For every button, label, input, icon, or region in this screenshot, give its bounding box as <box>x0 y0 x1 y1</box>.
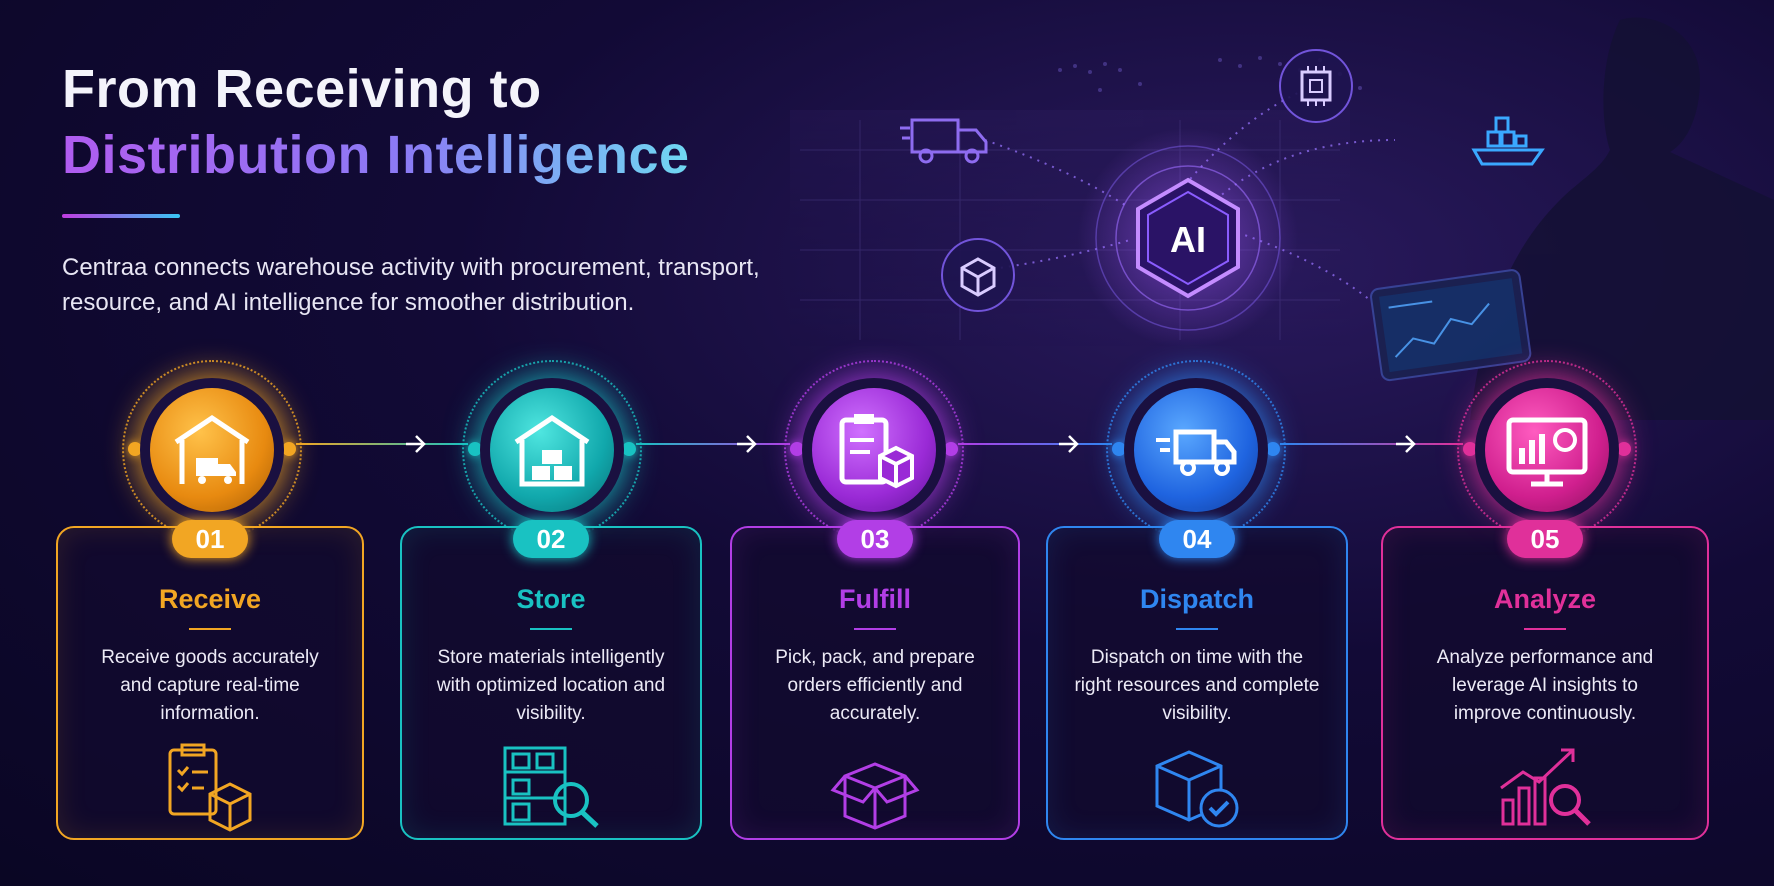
step-number-badge: 03 <box>837 520 913 558</box>
step-number-badge: 01 <box>172 520 248 558</box>
step-node-icon <box>839 414 914 489</box>
node-core <box>150 388 274 512</box>
arrow-right-icon <box>1059 435 1079 453</box>
step-title: Fulfill <box>839 584 911 614</box>
step-node-analyze <box>1457 360 1637 540</box>
connector-line <box>1280 443 1463 445</box>
step-node-receive <box>122 360 302 540</box>
step-node-icon <box>1506 417 1588 487</box>
connector-line <box>636 443 790 445</box>
step-description: Analyze performance and leverage AI insi… <box>1436 647 1654 724</box>
chip-network-icon <box>1279 49 1353 123</box>
step-card-dispatch <box>1046 526 1348 840</box>
cube-network-icon <box>941 238 1015 312</box>
step-card-store <box>400 526 702 840</box>
step-description: Pick, pack, and prepare orders efficient… <box>775 647 975 724</box>
step-description: Dispatch on time with the right resource… <box>1074 647 1320 724</box>
step-node-icon <box>1156 429 1237 476</box>
page-title-line1: From Receiving to <box>62 59 542 119</box>
warehouse-shelves <box>790 110 1350 350</box>
page-title-line2: Distribution Intelligence <box>62 125 690 185</box>
step-description: Receive goods accurately and capture rea… <box>101 647 319 724</box>
step-card-icon <box>1500 748 1591 826</box>
page-subtitle: Centraa connects warehouse activity with… <box>62 254 760 316</box>
step-node-fulfill <box>784 360 964 540</box>
arrow-right-icon <box>737 435 757 453</box>
step-description: Store materials intelligently with optim… <box>436 647 666 724</box>
ai-label: AI <box>1170 219 1206 260</box>
step-title: Dispatch <box>1139 584 1255 614</box>
connector-line <box>958 443 1112 445</box>
step-title-rule <box>1524 628 1566 630</box>
step-title-rule <box>1176 628 1218 630</box>
connector-line <box>296 443 468 445</box>
truck-network-icon <box>900 118 988 164</box>
step-node-icon <box>174 414 250 484</box>
step-number-badge: 02 <box>513 520 589 558</box>
node-core <box>812 388 936 512</box>
step-node-dispatch <box>1106 360 1286 540</box>
world-map-dots <box>1058 56 1362 92</box>
person-with-tablet <box>1370 17 1774 420</box>
step-number-badge: 04 <box>1159 520 1235 558</box>
step-title-rule <box>189 628 231 630</box>
title-underline <box>62 214 180 218</box>
node-core <box>1485 388 1609 512</box>
step-title: Store <box>516 584 586 614</box>
step-card-icon <box>503 746 599 828</box>
arrow-right-icon <box>406 435 426 453</box>
ship-network-icon <box>1471 116 1545 166</box>
step-title-rule <box>854 628 896 630</box>
node-core <box>1134 388 1258 512</box>
step-node-store <box>462 360 642 540</box>
step-card-icon <box>1155 750 1239 828</box>
step-title-rule <box>530 628 572 630</box>
step-title: Receive <box>158 584 262 614</box>
step-card-icon <box>168 743 252 832</box>
ai-hexagon <box>1136 177 1240 299</box>
step-card-icon <box>830 762 920 830</box>
step-title: Analyze <box>1493 584 1597 614</box>
step-node-icon <box>514 414 590 487</box>
step-number-badge: 05 <box>1507 520 1583 558</box>
arrow-right-icon <box>1396 435 1416 453</box>
